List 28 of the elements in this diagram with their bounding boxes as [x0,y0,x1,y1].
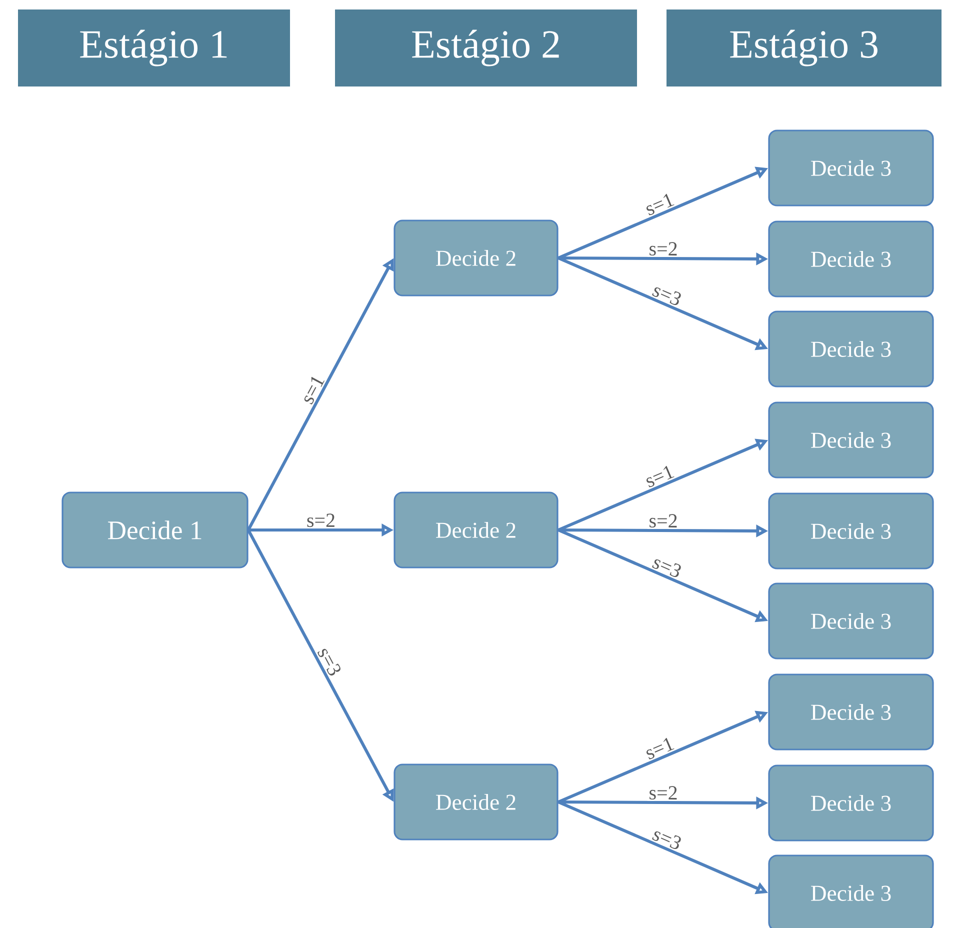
edge-label: s=2 [305,512,337,528]
decision-box: Decide 3 [768,674,934,750]
edge-label: s=2 [647,512,680,529]
edge-label: s=3 [314,644,344,680]
heading-band: Estágio 3 [666,10,942,86]
edge-label: s=3 [649,824,685,852]
heading-band: Estágio 2 [335,10,637,86]
heading-band: Estágio 1 [18,10,290,86]
decision-box: Decide 1 [62,492,248,568]
decision-box: Decide 2 [394,492,558,568]
decision-box: Decide 3 [768,764,934,842]
edge-label: s=3 [649,552,685,580]
decision-box: Decide 2 [394,220,558,296]
edge-label: s=3 [649,280,685,308]
edge-label: s=2 [647,240,680,257]
edge-label: s=2 [647,784,680,801]
edge-label: s=1 [642,734,678,762]
edge-label: s=1 [298,372,328,408]
edge-label: s=1 [642,462,678,490]
decision-box: Decide 3 [768,220,934,298]
decision-box: Decide 3 [768,402,934,478]
decision-box: Decide 3 [768,130,934,206]
edge-label: s=1 [642,190,678,218]
decision-box: Decide 3 [768,582,934,660]
decision-box: Decide 3 [768,854,934,928]
decision-box: Decide 2 [394,764,558,840]
decision-box: Decide 3 [768,310,934,388]
decision-box: Decide 3 [768,492,934,570]
